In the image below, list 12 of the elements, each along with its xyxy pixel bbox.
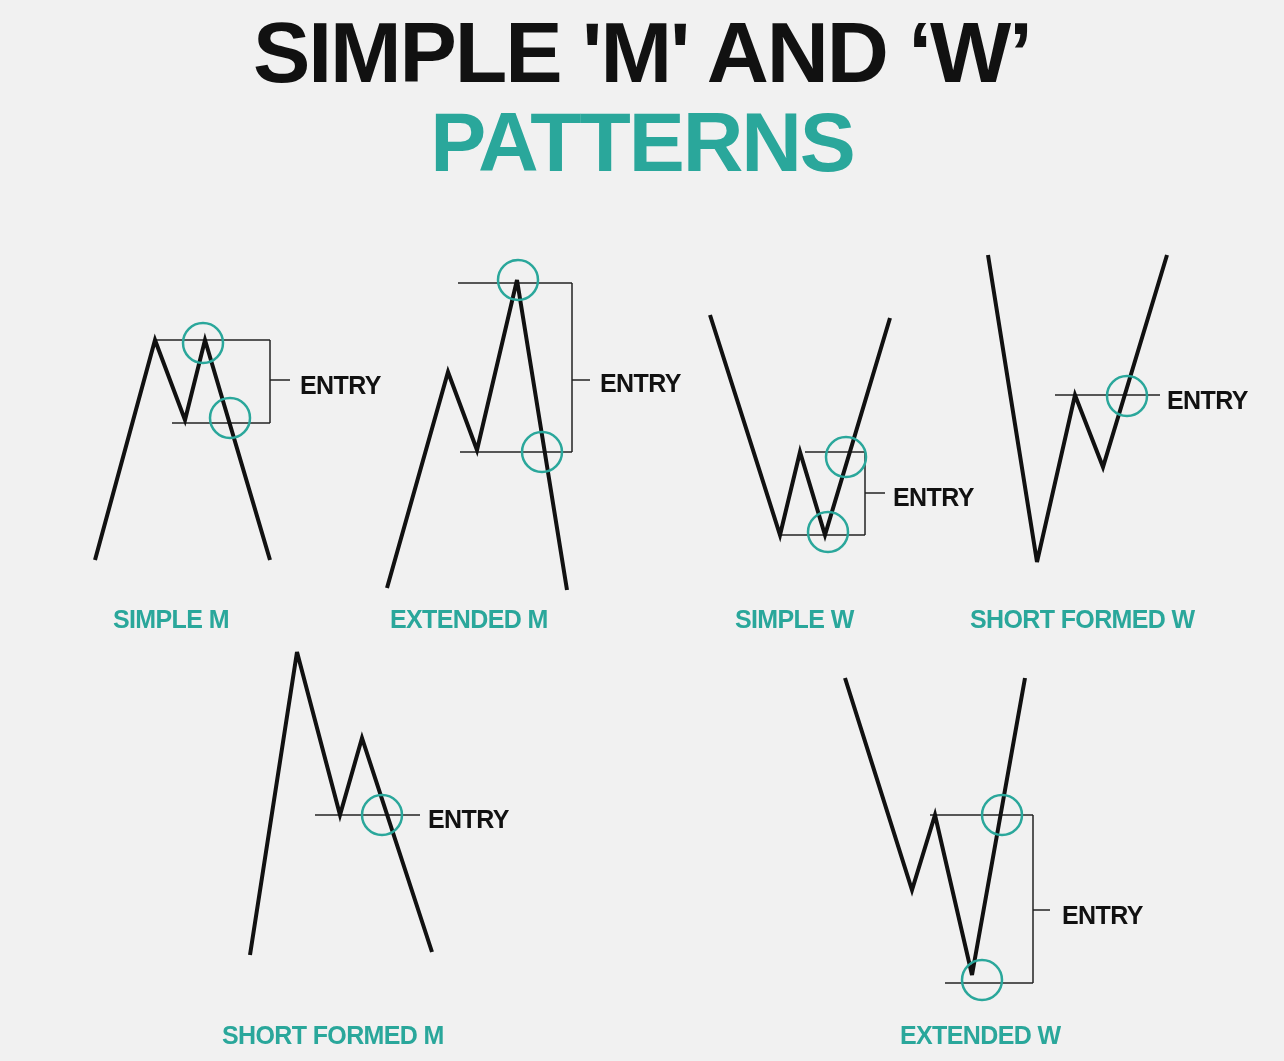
pattern-name: EXTENDED M bbox=[390, 604, 548, 635]
entry-label: ENTRY bbox=[893, 482, 974, 513]
entry-label: ENTRY bbox=[428, 804, 509, 835]
pattern-name: SIMPLE M bbox=[113, 604, 229, 635]
entry-label: ENTRY bbox=[300, 370, 381, 401]
pattern-name: SHORT FORMED W bbox=[970, 604, 1195, 635]
pattern-name: EXTENDED W bbox=[900, 1020, 1061, 1051]
entry-label: ENTRY bbox=[1167, 385, 1248, 416]
entry-label: ENTRY bbox=[1062, 900, 1143, 931]
pattern-name: SHORT FORMED M bbox=[222, 1020, 444, 1051]
entry-label: ENTRY bbox=[600, 368, 681, 399]
pattern-name: SIMPLE W bbox=[735, 604, 854, 635]
